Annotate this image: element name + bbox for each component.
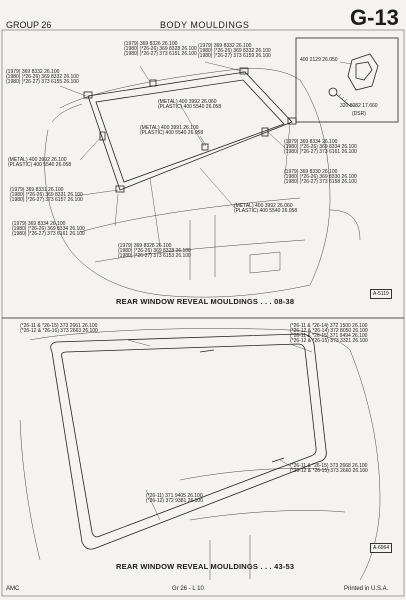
bottom-ref-code: A-6964 (370, 543, 393, 553)
callout-b3: (*26-11 & *26-15) 373 2668 26.100(*26-12… (290, 463, 368, 474)
page-title: BODY MOULDINGS (160, 20, 250, 30)
inset-note: (DSR) (352, 111, 366, 117)
group-label: GROUP 26 (6, 20, 52, 30)
bottom-caption: REAR WINDOW REVEAL MOULDINGS . . . 43-53 (116, 562, 295, 571)
inset-screw-label: 320 8082 17.660 (340, 103, 378, 109)
footer-printed: Printed in U.S.A. (344, 586, 389, 592)
top-leader-lines (59, 61, 291, 247)
callout-l11: (1979) 369 8334 26.100(1980) )*26-26) 36… (12, 221, 85, 237)
callout-b2: (*26-11 & *26-14) 372 1500 26.100(*26-12… (290, 323, 368, 344)
callout-l3: (1979) 369 8332 26.100(1980) )*26-26) 36… (6, 69, 79, 85)
callout-l8: (1979) 369 8330 26.100(1980) )*26-26) 36… (284, 169, 357, 185)
inset-part-label: 400 2129 26.050 (300, 57, 338, 63)
callout-l10: (METAL) 400 3992 26.060(PLASTIC) 400 554… (234, 203, 298, 214)
callout-l9: (1979) 369 8331 26.100(1980) )*26-26) 36… (10, 187, 83, 203)
bottom-car-illustration (19, 328, 381, 581)
page-frame (1, 29, 405, 597)
callout-b1: (*26-11 & *26-15) 373 2661 26.100(*26-12… (20, 323, 98, 334)
callout-l7: (METAL) 400 3992 26.100(PLASTIC) 400 554… (8, 157, 72, 168)
callout-l6: (1979) 369 8334 26.100(1980) )*26-26) 36… (284, 139, 357, 155)
footer-group-code: Gr 26 - L 10 (172, 586, 204, 592)
callout-l5: (METAL) 400 3991 26.100(PLASTIC) 400 554… (140, 125, 204, 136)
top-caption: REAR WINDOW REVEAL MOULDINGS . . . 08-38 (116, 297, 295, 306)
callout-l2: (1979) 369 8332 26.100(1980) )*26-26) 36… (198, 43, 271, 59)
clip-screw-inset (295, 37, 399, 123)
bottom-leader-lines (127, 339, 313, 521)
callout-b4: (*26-11) 371 9405 26.100(*26-12) 372 938… (146, 493, 203, 504)
top-ref-code: A-5119 (370, 289, 392, 299)
footer-brand: AMC (6, 586, 20, 592)
callout-l1: (1979) 369 8326 26.100(1980) )*26-26) 36… (124, 41, 197, 57)
page-code: G-13 (350, 5, 399, 30)
callout-l12: (1979) 369 8328 26.100(1980) )*26-26) 36… (118, 243, 191, 259)
callout-l4: (METAL) 400 3992 26.060(PLASTIC) 400 554… (158, 99, 222, 110)
